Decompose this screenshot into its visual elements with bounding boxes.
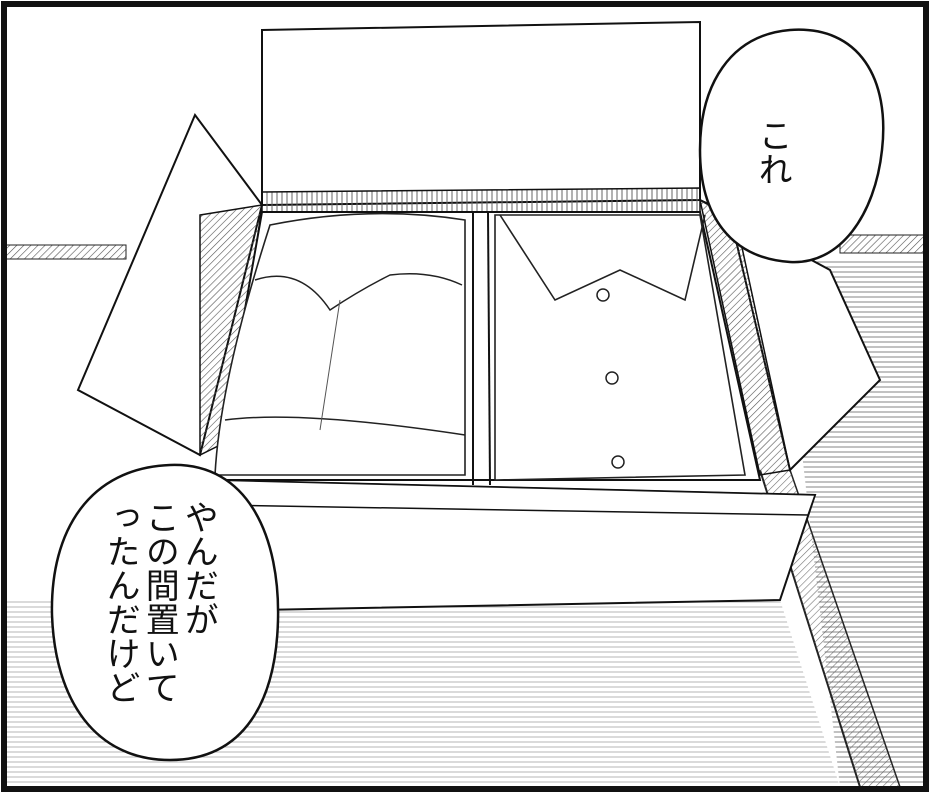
bubble-2-line-1: やんだが: [178, 500, 219, 636]
speech-bubble-1: [698, 28, 885, 264]
cardboard-box: [76, 20, 882, 612]
bubble-2-text: やんだが この間置いて ったんだけど: [100, 500, 219, 750]
bubble-2-line-2: この間置いて: [139, 500, 180, 704]
speech-bubble-2: [50, 463, 280, 762]
bubble-1-line: これ: [752, 118, 793, 186]
bubble-1-text: これ: [752, 118, 793, 218]
bubble-2-line-3: ったんだけど: [100, 500, 141, 704]
